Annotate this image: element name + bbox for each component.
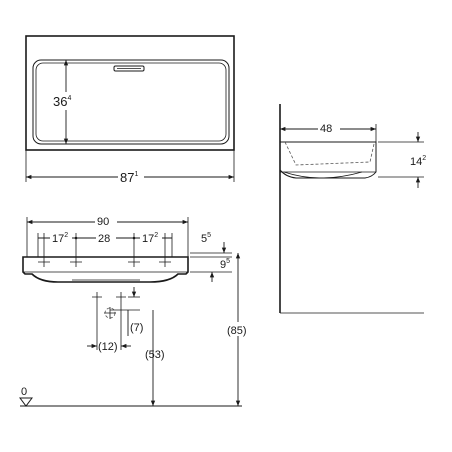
- width-dimension-label: 871: [120, 170, 138, 185]
- floor-level-marker: [19, 397, 33, 407]
- basin-front-outline: [22, 256, 189, 283]
- drain-drop-label: (7): [130, 322, 143, 334]
- basin-profile: [279, 141, 377, 179]
- depth-dimension-label: 364: [53, 94, 71, 109]
- top-view-outline: [25, 35, 235, 151]
- side-depth-label: 48: [320, 123, 332, 135]
- side-view: 48 142: [279, 104, 426, 314]
- drain-offset-label: (12): [98, 341, 118, 353]
- tap-hole-markers: [38, 257, 171, 267]
- top-view-basin: [32, 59, 230, 145]
- floor-level-label: 0: [21, 386, 27, 398]
- top-view: 364 871: [25, 35, 235, 185]
- front-view: 90 172 28 172 55 95: [19, 213, 252, 407]
- side-height-label: 142: [410, 155, 426, 168]
- spacing-center-label: 28: [98, 233, 110, 245]
- drain-height-label: (53): [145, 349, 165, 361]
- thickness-top-label: 55: [201, 232, 211, 245]
- spacing-left-label: 172: [52, 232, 68, 245]
- overall-height-label: (85): [227, 325, 247, 337]
- front-width-label: 90: [97, 216, 109, 228]
- top-view-basin-inner: [35, 62, 227, 142]
- basin-inner-profile: [284, 141, 375, 166]
- spacing-right-label: 172: [142, 232, 158, 245]
- overflow-slot: [113, 65, 145, 72]
- thickness-label: 95: [220, 258, 230, 271]
- drain-markers: [92, 292, 126, 319]
